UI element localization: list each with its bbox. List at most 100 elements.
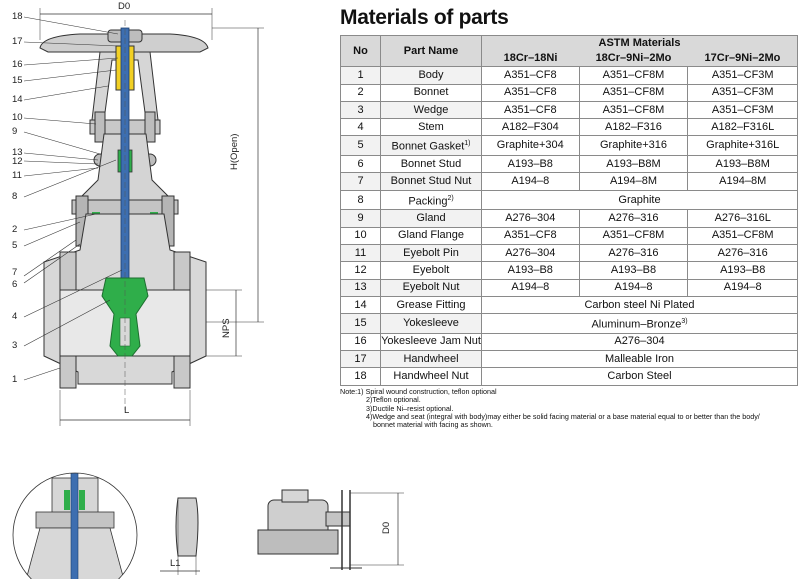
cell-material-1: A351–CF8	[481, 66, 580, 85]
cell-text: Grease Fitting	[396, 298, 466, 311]
cell-no: 4	[340, 118, 381, 137]
cell-text: Stem	[418, 120, 444, 133]
cell-material-all: Aluminum–Bronze3)	[481, 313, 798, 334]
cell-text: Body	[418, 68, 444, 81]
cell-text: 13	[354, 281, 367, 294]
cell-material-3: A351–CF8M	[687, 226, 798, 245]
cell-material-1: A194–8	[481, 172, 580, 191]
note-3: 3)Ductile Ni–resist optional.	[366, 403, 454, 413]
cell-part-name: Bonnet	[380, 83, 482, 102]
callout-17: 17	[12, 36, 23, 47]
cell-text: Bonnet	[413, 86, 449, 99]
cell-text: A194–8	[511, 281, 550, 294]
cell-no: 7	[340, 172, 381, 191]
footnote-ref: 3)	[681, 318, 688, 326]
cell-text: 2	[357, 86, 364, 99]
cell-part-name: Eyebolt Nut	[380, 278, 482, 297]
cell-text: A193–B8M	[715, 157, 770, 170]
cell-part-name: Handwheel Nut	[380, 367, 482, 386]
callout-4: 4	[12, 311, 18, 322]
cell-part-name: Body	[380, 66, 482, 85]
cell-text: Graphite	[618, 193, 661, 206]
cell-text: Gland	[416, 212, 446, 225]
dim-d0-label: D0	[118, 1, 131, 12]
cell-material-3: A193–B8M	[687, 155, 798, 174]
table-row: 11 Eyebolt Pin A276–304 A276–316 A276–316	[340, 243, 798, 263]
cell-text: Eyebolt Pin	[403, 246, 459, 259]
cell-text: A276–316	[608, 212, 659, 225]
valve-section-drawing	[23, 8, 264, 426]
cell-material-1: A351–CF8	[481, 83, 580, 102]
cell-text: Aluminum–Bronze	[591, 318, 682, 331]
cell-text: Yokesleeve Jam Nut	[381, 335, 481, 348]
cell-material-1: A194–8	[481, 278, 580, 297]
cell-text: Handwheel Nut	[393, 370, 469, 383]
callout-1: 1	[12, 374, 18, 385]
cell-material-3: Graphite+316L	[687, 135, 798, 157]
cell-material-2: A351–CF8M	[578, 66, 689, 85]
callout-9: 9	[12, 126, 18, 137]
cell-text: Graphite+304	[496, 139, 564, 152]
cell-text: A194–8	[511, 175, 550, 188]
cell-text: Handwheel	[403, 352, 459, 365]
cell-no: 18	[340, 367, 381, 386]
cell-material-3: A194–8M	[687, 172, 798, 191]
cell-material-2: A276–316	[578, 209, 689, 228]
cell-text: 11	[354, 246, 367, 259]
cell-no: 5	[340, 135, 381, 157]
cell-material-3: A351–CF3M	[687, 66, 798, 85]
cell-no: 13	[340, 278, 381, 297]
cell-text: A193–B8	[507, 157, 553, 170]
cell-material-2: A351–CF8M	[578, 83, 689, 102]
cell-text: Carbon Steel	[607, 370, 672, 383]
cell-part-name: Wedge	[380, 100, 482, 120]
cell-part-name: Handwheel	[380, 350, 482, 369]
cell-part-name: Bonnet Stud	[380, 155, 482, 174]
header-astm: ASTM Materials	[481, 35, 798, 50]
dim-h-label: H(Open)	[229, 133, 240, 170]
callout-15: 15	[12, 75, 23, 86]
cell-text: A182–F316	[605, 120, 662, 133]
cell-material-3: A351–CF3M	[687, 83, 798, 102]
cell-part-name: Eyebolt	[380, 261, 482, 280]
note-4-cont: bonnet material with facing as shown.	[373, 420, 493, 430]
cell-part-name: Bonnet Gasket1)	[380, 135, 482, 157]
cell-text: A276–316	[717, 246, 768, 259]
cell-text: A193–B8	[720, 263, 766, 276]
cell-material-3: A194–8	[687, 278, 798, 297]
cell-text: A276–316	[608, 246, 659, 259]
cell-material-2: A194–8	[578, 278, 689, 297]
note-1: Note:1) Spiral wound construction, teflo…	[340, 387, 497, 396]
cell-material-3: A276–316L	[687, 209, 798, 228]
cell-material-3: A193–B8	[687, 261, 798, 280]
dim-l1-label: L1	[170, 558, 181, 569]
cell-text: A193–B8	[610, 263, 657, 276]
detail-zoom	[13, 473, 137, 579]
cell-material-all: Graphite	[481, 189, 798, 211]
cell-material-1: A182–F304	[481, 118, 580, 137]
cell-text: 18	[354, 370, 367, 383]
cell-part-name: Gland	[380, 209, 482, 228]
cell-no: 8	[340, 189, 381, 211]
cell-text: A194–8	[614, 281, 653, 294]
callout-10: 10	[12, 112, 23, 123]
cell-text: Gland Flange	[397, 229, 465, 242]
cell-material-1: A276–304	[481, 243, 580, 263]
cell-no: 3	[340, 100, 381, 120]
cell-text: A194–8	[723, 281, 762, 294]
cell-material-2: A276–316	[578, 243, 689, 263]
cell-no: 1	[340, 66, 381, 85]
cell-no: 14	[340, 295, 381, 315]
cell-no: 17	[340, 350, 381, 369]
cell-material-3: A276–316	[687, 243, 798, 263]
cell-text: Bonnet Stud	[400, 157, 462, 170]
